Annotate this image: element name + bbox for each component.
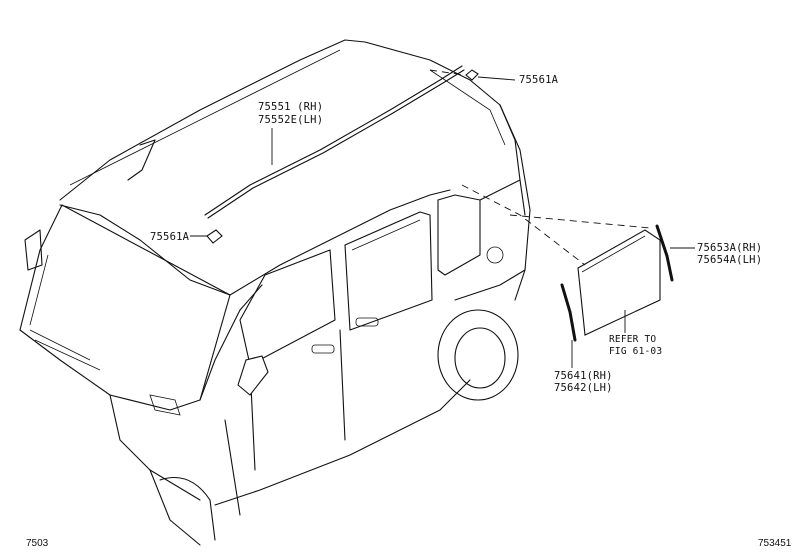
pillar-molding-strip [560,283,577,342]
callout-molding-lh: 75552E(LH) [258,114,324,126]
clip-top-part [465,69,479,81]
rear-garnish-strip [655,224,674,282]
callout-refer-line2: FIG 61-03 [609,346,663,357]
callout-garnish-lh: 75654A(LH) [697,254,763,266]
callout-pillar-lh: 75642(LH) [554,382,613,394]
callout-molding-rh: 75551 (RH) [258,101,324,113]
quarter-window-glass [577,229,661,336]
callout-garnish-rh: 75653A(RH) [697,242,763,254]
vehicle-outline [19,39,531,546]
footer-right-code: 753451 [758,538,792,549]
roof-molding-part [204,65,465,219]
callout-pillar-rh: 75641(RH) [554,370,613,382]
footer-left-code: 7503 [26,538,49,549]
leader-lines [190,76,695,368]
phantom-lines [429,69,651,266]
callout-clip-left: 75561A [150,231,190,243]
callout-clip-top: 75561A [519,74,559,86]
clip-left-part [206,229,223,244]
callout-refer-line1: REFER TO [609,334,657,345]
